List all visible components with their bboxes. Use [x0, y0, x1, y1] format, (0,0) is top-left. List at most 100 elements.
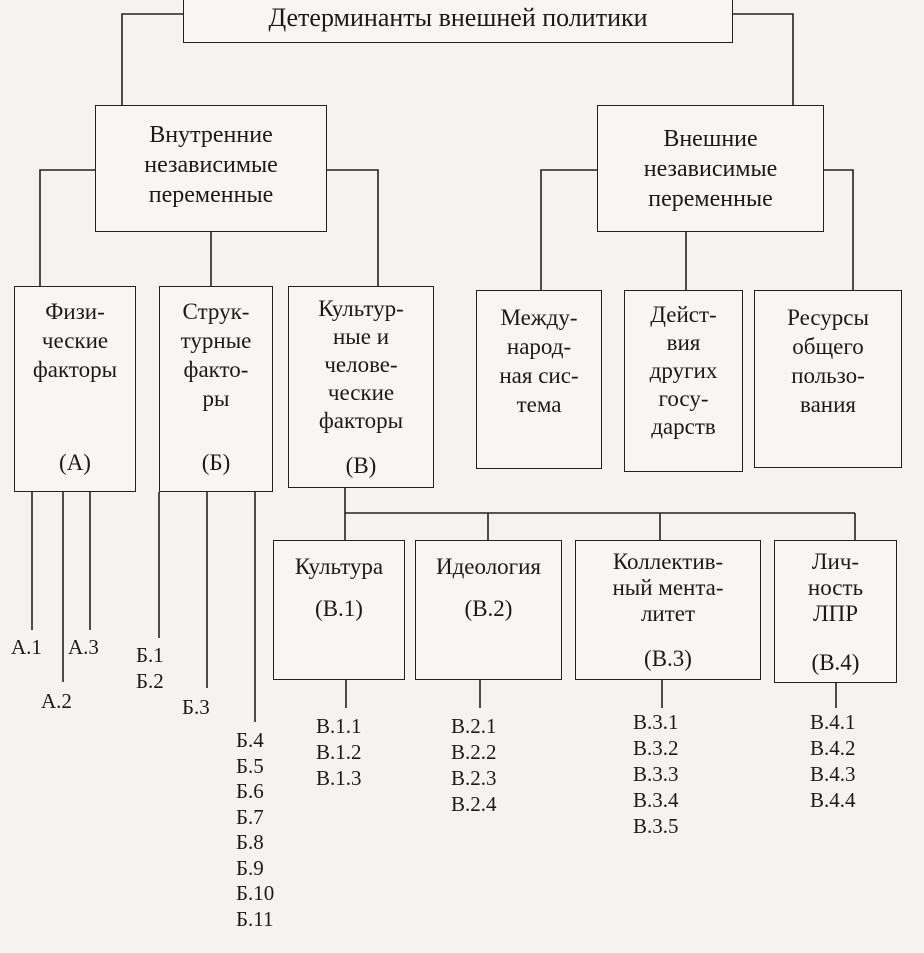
physical-factors-node: Физи- ческие факторы (А): [14, 286, 136, 492]
cultural-line: факторы: [318, 408, 404, 433]
leaf-label: В.3.1: [633, 710, 679, 734]
connector: [733, 13, 794, 105]
culture-node: Культура (В.1): [273, 540, 405, 680]
ideology-title: Идеология: [435, 554, 542, 579]
actions-line: вия: [666, 330, 701, 355]
structural-factors-node: Струк- турные факто- ры (Б): [159, 286, 273, 492]
leaf-label: В.3.4: [633, 788, 679, 812]
leaf-label: Б.6: [236, 779, 264, 803]
connector: [540, 169, 597, 290]
leaf-label: В.1.1: [316, 714, 362, 738]
other-states-actions-node: Дейст- вия других госу- дарств: [624, 290, 743, 472]
leaf-label: Б.10: [236, 881, 275, 905]
external-line: независимые: [643, 156, 778, 182]
leaf-label: Б.2: [136, 669, 164, 693]
leaf-label: Б.11: [236, 906, 274, 931]
leaf-group: В.2.1 В.2.2 В.2.3 В.2.4: [451, 713, 497, 817]
resources-line: общего: [792, 334, 864, 359]
culture-code: (В.1): [315, 596, 363, 621]
intl-line: народ-: [506, 334, 572, 359]
external-variables-node: Внешние независимые переменные: [597, 105, 824, 232]
connector: [824, 169, 854, 290]
leaf-label: В.3.5: [633, 814, 679, 838]
cultural-line: Культур-: [318, 296, 404, 321]
structural-line: ры: [202, 386, 230, 411]
mentality-code: (В.3): [644, 646, 692, 671]
international-system-node: Между- народ- ная сис- тема: [476, 290, 602, 469]
leaf-label: Б.7: [236, 804, 264, 829]
ideology-code: (В.2): [464, 596, 513, 621]
leaf-label: Б.3: [182, 695, 210, 719]
leaf-label: Б.1: [136, 643, 164, 667]
leaf-label: В.2.3: [451, 766, 497, 790]
leaf-label: В.1.2: [316, 740, 362, 764]
connector: [121, 13, 183, 105]
actions-line: других: [649, 358, 718, 383]
mentality-line: ный мента-: [612, 575, 724, 600]
internal-line: Внутренние: [149, 122, 273, 148]
leaf-label: В.2.1: [451, 714, 497, 738]
root-label: Детерминанты внешней политики: [268, 3, 648, 32]
leaf-label: В.2.2: [451, 740, 497, 764]
leaf-label: А.3: [68, 635, 99, 659]
physical-code: (А): [59, 450, 91, 475]
personality-line: Лич-: [811, 549, 860, 574]
cultural-line: ческие: [327, 380, 395, 405]
leaf-label: Б.8: [236, 830, 264, 854]
leaf-label: В.4.2: [810, 736, 856, 760]
personality-code: (В.4): [811, 650, 860, 675]
mentality-line: литет: [640, 601, 696, 626]
connector: [327, 169, 379, 286]
leaf-label: В.1.3: [316, 766, 362, 790]
mentality-line: Коллектив-: [612, 549, 724, 574]
cultural-code: (В): [345, 453, 377, 478]
connector: [39, 169, 95, 286]
leaf-group: Б.1 Б.2: [136, 642, 164, 694]
personality-line: ность: [807, 575, 864, 600]
common-resources-node: Ресурсы общего пользо- вания: [754, 290, 902, 468]
intl-line: ная сис-: [499, 363, 579, 388]
cultural-line: ные и: [332, 324, 390, 349]
leaf-label: Б.4: [236, 728, 264, 752]
structural-line: факто-: [183, 357, 249, 382]
leaf-label: В.4.4: [810, 788, 856, 812]
root-node: Детерминанты внешней политики: [183, 0, 733, 43]
external-line: переменные: [648, 186, 773, 212]
physical-line: Физи-: [45, 299, 105, 324]
cultural-human-factors-node: Культур- ные и челове- ческие факторы (В…: [288, 286, 434, 488]
collective-mentality-node: Коллектив- ный мента- литет (В.3): [575, 540, 761, 680]
intl-line: тема: [516, 392, 562, 417]
structural-code: (Б): [201, 450, 231, 475]
resources-line: пользо-: [791, 363, 865, 388]
internal-line: независимые: [144, 152, 278, 178]
leaf-label: Б.9: [236, 855, 264, 880]
actions-line: Дейст-: [650, 302, 717, 327]
leaf-group: В.1.1 В.1.2 В.1.3: [316, 713, 362, 791]
decision-maker-personality-node: Лич- ность ЛПР (В.4): [774, 540, 897, 683]
leaf-label: А.2: [41, 689, 72, 713]
structural-line: турные: [180, 328, 252, 353]
internal-line: переменные: [148, 182, 274, 208]
actions-line: госу-: [658, 386, 709, 411]
intl-line: Между-: [500, 305, 578, 330]
external-line: Внешние: [663, 126, 758, 152]
physical-line: ческие: [41, 328, 109, 353]
internal-variables-node: Внутренние независимые переменные: [95, 105, 327, 232]
resources-line: вания: [800, 392, 856, 417]
leaf-label: В.2.4: [451, 792, 497, 816]
cultural-line: челове-: [324, 352, 398, 377]
leaf-label: В.4.3: [810, 762, 856, 786]
leaf-group: Б.4 Б.5 Б.6 Б.7 Б.8 Б.9 Б.10 Б.11: [236, 728, 274, 932]
leaf-label: В.4.1: [810, 710, 856, 734]
structural-line: Струк-: [182, 299, 250, 324]
actions-line: дарств: [651, 414, 716, 439]
resources-line: Ресурсы: [787, 305, 869, 330]
leaf-label: В.3.3: [633, 762, 679, 786]
leaf-label: Б.5: [236, 753, 264, 778]
leaf-label: А.1: [11, 635, 42, 659]
physical-line: факторы: [32, 357, 118, 382]
ideology-node: Идеология (В.2): [415, 540, 562, 680]
culture-title: Культура: [294, 554, 384, 579]
leaf-label: В.3.2: [633, 736, 679, 760]
